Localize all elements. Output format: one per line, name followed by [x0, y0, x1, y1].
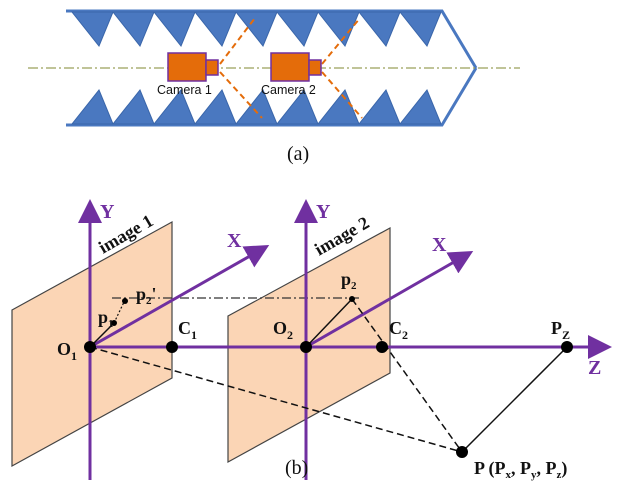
camera-2: Camera 2 — [261, 52, 322, 97]
label-c2: C2 — [389, 318, 408, 342]
y-axis-2-label: Y — [316, 201, 331, 223]
point-p — [456, 446, 468, 458]
label-o2: O2 — [273, 318, 293, 342]
point-p1 — [111, 320, 117, 326]
caption-a: (a) — [287, 143, 309, 165]
label-p2prime: p2' — [136, 284, 157, 307]
bottom-fins — [70, 89, 442, 125]
point-c1 — [166, 341, 178, 353]
caption-b: (b) — [285, 457, 308, 479]
panel-b: image 1 image 2 Y Y X X Z O1 C1 O2 C2 PZ… — [11, 199, 612, 481]
tube-bottom-wall — [66, 67, 478, 127]
label-c1: C1 — [178, 318, 197, 342]
line-o2-to-p2 — [305, 298, 353, 348]
z-axis-label: Z — [588, 357, 601, 379]
camera-1: Camera 1 — [157, 52, 219, 97]
x-axis-1 — [89, 245, 270, 349]
point-pz — [561, 341, 573, 353]
camera-2-label: Camera 2 — [261, 83, 316, 97]
ray-o1-to-p — [89, 346, 463, 453]
label-p2: p2 — [341, 269, 357, 292]
camera-1-label: Camera 1 — [157, 83, 212, 97]
x-axis-1-label: X — [227, 230, 242, 252]
label-p1: p1 — [98, 307, 114, 330]
camera-2-fov-lower — [321, 71, 363, 119]
y-axis-1-label: Y — [100, 201, 115, 223]
x-axis-2-label: X — [432, 234, 447, 256]
point-c2 — [376, 341, 388, 353]
point-o1 — [84, 341, 96, 353]
tube-top-wall — [66, 9, 478, 69]
ray-p2-to-p — [351, 298, 463, 453]
point-p2prime — [122, 298, 128, 304]
x-axis-2 — [305, 251, 474, 349]
label-pz: PZ — [551, 318, 570, 342]
label-p: P (Px, Py, Pz) — [474, 458, 567, 481]
panel-a: Camera 1 Camera 2 (a) — [28, 9, 520, 165]
label-o1: O1 — [57, 339, 77, 363]
point-p2 — [349, 296, 355, 302]
camera-1-fov-lower — [219, 71, 263, 119]
top-fins — [70, 11, 442, 47]
point-o2 — [300, 341, 312, 353]
line-pz-to-p — [461, 346, 568, 453]
